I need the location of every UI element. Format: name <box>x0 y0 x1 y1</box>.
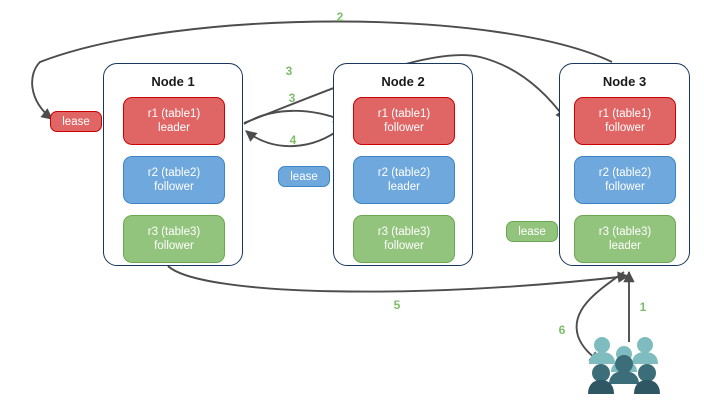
node-3-title: Node 3 <box>602 74 647 89</box>
node-3-replica-r1-role: follower <box>605 122 645 134</box>
lease-token-green[interactable]: lease <box>506 221 558 242</box>
edge-label-6: 6 <box>558 323 566 337</box>
node-1-replica-r1-name: r1 (table1) <box>147 108 201 120</box>
node-1-replica-r1-role: leader <box>158 122 190 134</box>
edge-label-3-upper: 3 <box>285 64 293 78</box>
node-2-title: Node 2 <box>381 74 425 89</box>
edge-label-1: 1 <box>639 300 647 314</box>
edge-5-path <box>167 265 630 293</box>
node-1-box[interactable]: Node 1 r1 (table1) leader r2 (table2) fo… <box>103 63 243 266</box>
node-2-replica-r1-role: follower <box>384 122 424 134</box>
edge-label-3-lower: 3 <box>288 91 296 105</box>
node-3-replica-r3-role: leader <box>609 240 641 252</box>
lease-token-red[interactable]: lease <box>50 111 102 132</box>
node-1-replica-r2[interactable]: r2 (table2) follower <box>123 156 225 204</box>
node-1-replica-r3-name: r3 (table3) <box>147 226 201 238</box>
node-2-replica-r3-name: r3 (table3) <box>377 226 431 238</box>
node-1-replica-r1[interactable]: r1 (table1) leader <box>123 97 225 145</box>
node-2-replica-r1[interactable]: r1 (table1) follower <box>353 97 455 145</box>
node-1-title: Node 1 <box>151 74 195 89</box>
node-2-box[interactable]: Node 2 r1 (table1) follower r2 (table2) … <box>333 63 473 266</box>
node-3-replica-r2-name: r2 (table2) <box>598 167 652 179</box>
node-1-replica-r2-name: r2 (table2) <box>147 167 201 179</box>
lease-token-blue[interactable]: lease <box>278 166 330 187</box>
node-1-replica-r3-role: follower <box>154 240 194 252</box>
node-3-replica-r3-name: r3 (table3) <box>598 226 652 238</box>
node-2-replica-r1-name: r1 (table1) <box>377 108 431 120</box>
node-3-replica-r3[interactable]: r3 (table3) leader <box>574 215 676 263</box>
node-1-replica-r2-role: follower <box>154 181 194 193</box>
node-3-box[interactable]: Node 3 r1 (table1) follower r2 (table2) … <box>559 63 690 266</box>
edge-label-2: 2 <box>336 10 344 24</box>
users-group-icon <box>588 337 660 394</box>
node-3-replica-r1-name: r1 (table1) <box>598 108 652 120</box>
node-3-replica-r2-role: follower <box>605 181 645 193</box>
node-2-replica-r2[interactable]: r2 (table2) leader <box>353 156 455 204</box>
edge-3-short-path <box>243 109 346 125</box>
node-2-replica-r2-role: leader <box>388 181 420 193</box>
node-2-replica-r3-role: follower <box>384 240 424 252</box>
edge-label-5: 5 <box>393 298 401 312</box>
node-2-replica-r2-name: r2 (table2) <box>377 167 431 179</box>
node-3-replica-r1[interactable]: r1 (table1) follower <box>574 97 676 145</box>
edge-label-4: 4 <box>289 133 297 147</box>
node-1-replica-r3[interactable]: r3 (table3) follower <box>123 215 225 263</box>
node-3-replica-r2[interactable]: r2 (table2) follower <box>574 156 676 204</box>
node-2-replica-r3[interactable]: r3 (table3) follower <box>353 215 455 263</box>
